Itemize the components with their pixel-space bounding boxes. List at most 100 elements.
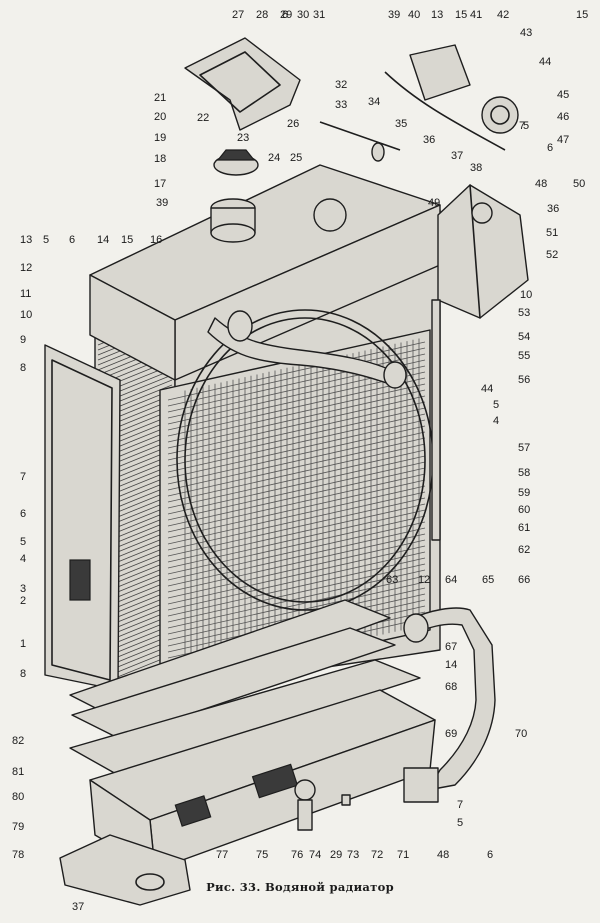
callout-30: 30: [297, 9, 309, 21]
expansion-tank: [437, 184, 529, 319]
callout-13: 13: [431, 9, 443, 21]
callout-39: 39: [388, 9, 400, 21]
callout-67: 67: [445, 641, 457, 653]
callout-36: 36: [547, 203, 559, 215]
callout-60: 60: [518, 504, 530, 516]
callout-37: 37: [72, 901, 84, 913]
callout-42: 42: [497, 9, 509, 21]
callout-50: 50: [573, 178, 585, 190]
callout-21: 21: [154, 92, 166, 104]
callout-43: 43: [520, 27, 532, 39]
side-panel: [44, 344, 121, 691]
callout-47: 47: [557, 134, 569, 146]
drain-valve: [294, 779, 351, 831]
callout-48: 48: [535, 178, 547, 190]
callout-6: 6: [547, 142, 553, 154]
callout-78: 78: [12, 849, 24, 861]
callout-6: 6: [20, 508, 26, 520]
callout-15: 15: [576, 9, 588, 21]
callout-7: 7: [457, 799, 463, 811]
callout-29: 29: [280, 9, 292, 21]
callout-6: 6: [282, 9, 288, 21]
callout-16: 16: [150, 234, 162, 246]
callout-12: 12: [418, 574, 430, 586]
callout-32: 32: [335, 79, 347, 91]
callout-62: 62: [518, 544, 530, 556]
callout-65: 65: [482, 574, 494, 586]
callout-48: 48: [437, 849, 449, 861]
right-bracket: [431, 299, 441, 541]
callout-1: 1: [20, 638, 26, 650]
mounting-foot: [59, 834, 191, 906]
callout-27: 27: [232, 9, 244, 21]
callout-10: 10: [20, 309, 32, 321]
callout-6: 6: [69, 234, 75, 246]
callout-17: 17: [154, 178, 166, 190]
callout-12: 12: [20, 262, 32, 274]
callout-29: 29: [330, 849, 342, 861]
callout-81: 81: [12, 766, 24, 778]
figure-caption: Рис. 33. Водяной радиатор: [206, 880, 394, 894]
bottom-gaskets: [69, 599, 421, 776]
callout-26: 26: [287, 118, 299, 130]
callout-22: 22: [197, 112, 209, 124]
top-bracket: [184, 37, 301, 131]
callout-71: 71: [397, 849, 409, 861]
callout-54: 54: [518, 331, 530, 343]
callout-8: 8: [20, 362, 26, 374]
callout-7: 7: [519, 120, 525, 132]
callout-52: 52: [546, 249, 558, 261]
callout-6: 6: [487, 849, 493, 861]
callout-28: 28: [256, 9, 268, 21]
callout-35: 35: [395, 118, 407, 130]
callout-58: 58: [518, 467, 530, 479]
callout-2: 2: [20, 595, 26, 607]
callout-59: 59: [518, 487, 530, 499]
upper-hose: [207, 310, 407, 389]
callout-3: 3: [20, 583, 26, 595]
callout-80: 80: [12, 791, 24, 803]
lower-hose: [403, 607, 496, 803]
callout-72: 72: [371, 849, 383, 861]
callout-55: 55: [518, 350, 530, 362]
callout-44: 44: [481, 383, 493, 395]
callout-5: 5: [20, 536, 26, 548]
callout-39: 39: [156, 197, 168, 209]
callout-53: 53: [518, 307, 530, 319]
callout-36: 36: [423, 134, 435, 146]
callout-33: 33: [335, 99, 347, 111]
callout-25: 25: [290, 152, 302, 164]
callout-61: 61: [518, 522, 530, 534]
callout-13: 13: [20, 234, 32, 246]
callout-14: 14: [445, 659, 457, 671]
callout-5: 5: [523, 120, 529, 132]
callout-74: 74: [309, 849, 321, 861]
callout-57: 57: [518, 442, 530, 454]
callout-20: 20: [154, 111, 166, 123]
callout-5: 5: [493, 399, 499, 411]
callout-66: 66: [518, 574, 530, 586]
callout-10: 10: [520, 289, 532, 301]
callout-77: 77: [216, 849, 228, 861]
callout-4: 4: [493, 415, 499, 427]
callout-15: 15: [121, 234, 133, 246]
callout-38: 38: [470, 162, 482, 174]
callout-79: 79: [12, 821, 24, 833]
callout-49: 49: [428, 197, 440, 209]
callout-14: 14: [97, 234, 109, 246]
callout-24: 24: [268, 152, 280, 164]
callout-37: 37: [451, 150, 463, 162]
radiator-grille: [159, 309, 434, 691]
callout-5: 5: [457, 817, 463, 829]
callout-64: 64: [445, 574, 457, 586]
callout-19: 19: [154, 132, 166, 144]
callout-7: 7: [20, 471, 26, 483]
callout-15: 15: [455, 9, 467, 21]
callout-31: 31: [313, 9, 325, 21]
callout-23: 23: [237, 132, 249, 144]
callout-8: 8: [20, 668, 26, 680]
callout-11: 11: [20, 288, 31, 300]
callout-5: 5: [43, 234, 49, 246]
callout-56: 56: [518, 374, 530, 386]
